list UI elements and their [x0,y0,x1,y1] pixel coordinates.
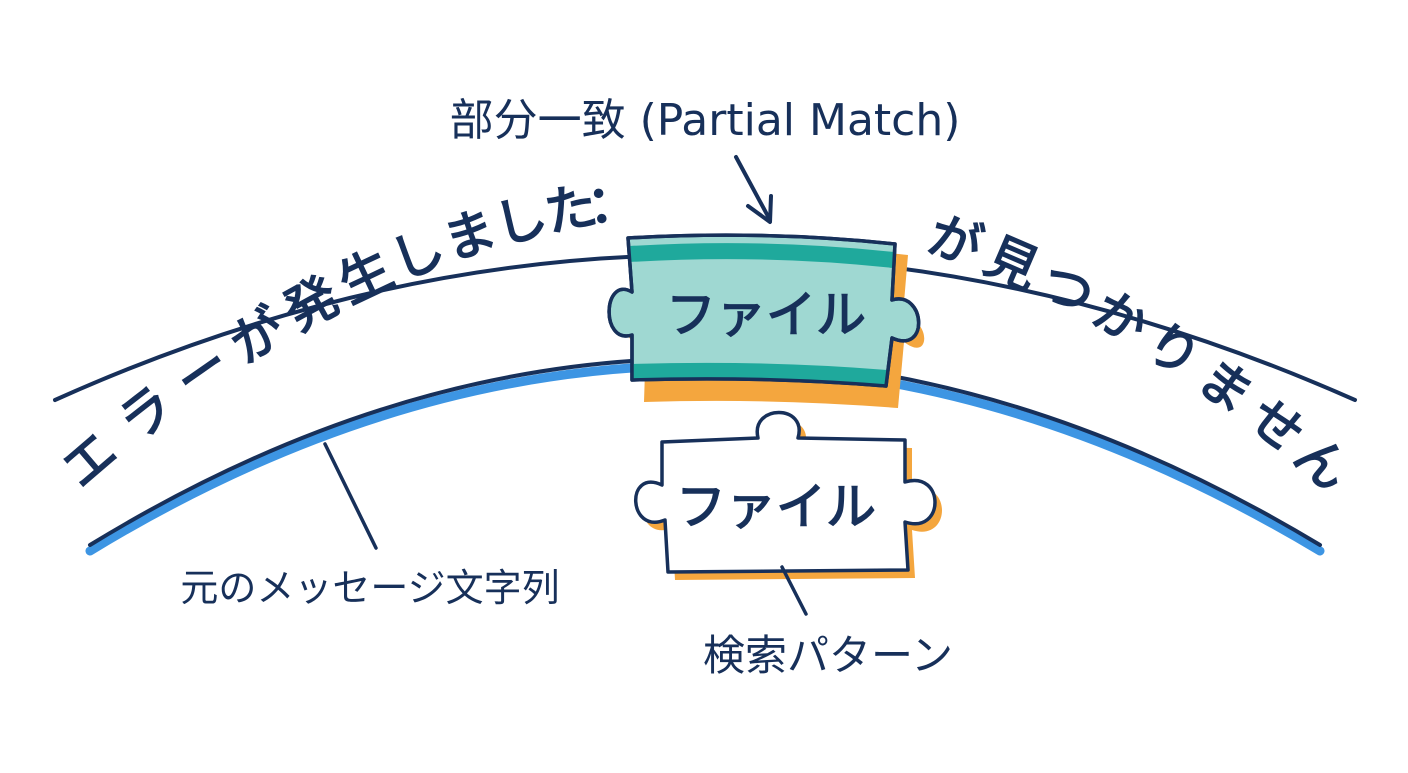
search-pattern-label: 検索パターン [703,631,953,680]
original-string-leader [323,442,378,550]
matched-segment [607,233,925,408]
message-before-char: ： [583,171,642,237]
original-string-label: 元のメッセージ文字列 [180,566,559,610]
message-after-char: が [921,205,990,279]
message-before-char: ラ [108,374,186,453]
title-arrow [734,155,773,224]
message-before-char: エ [51,421,130,500]
diagram-title: 部分一致 (Partial Match) [450,95,961,146]
message-before-char: た [540,176,602,244]
message-match-text: ファイル [666,286,866,344]
search-pattern-piece [633,410,942,580]
pattern-text: ファイル [676,478,876,536]
message-before-char: ー [165,333,242,412]
search-pattern-leader [780,565,808,616]
